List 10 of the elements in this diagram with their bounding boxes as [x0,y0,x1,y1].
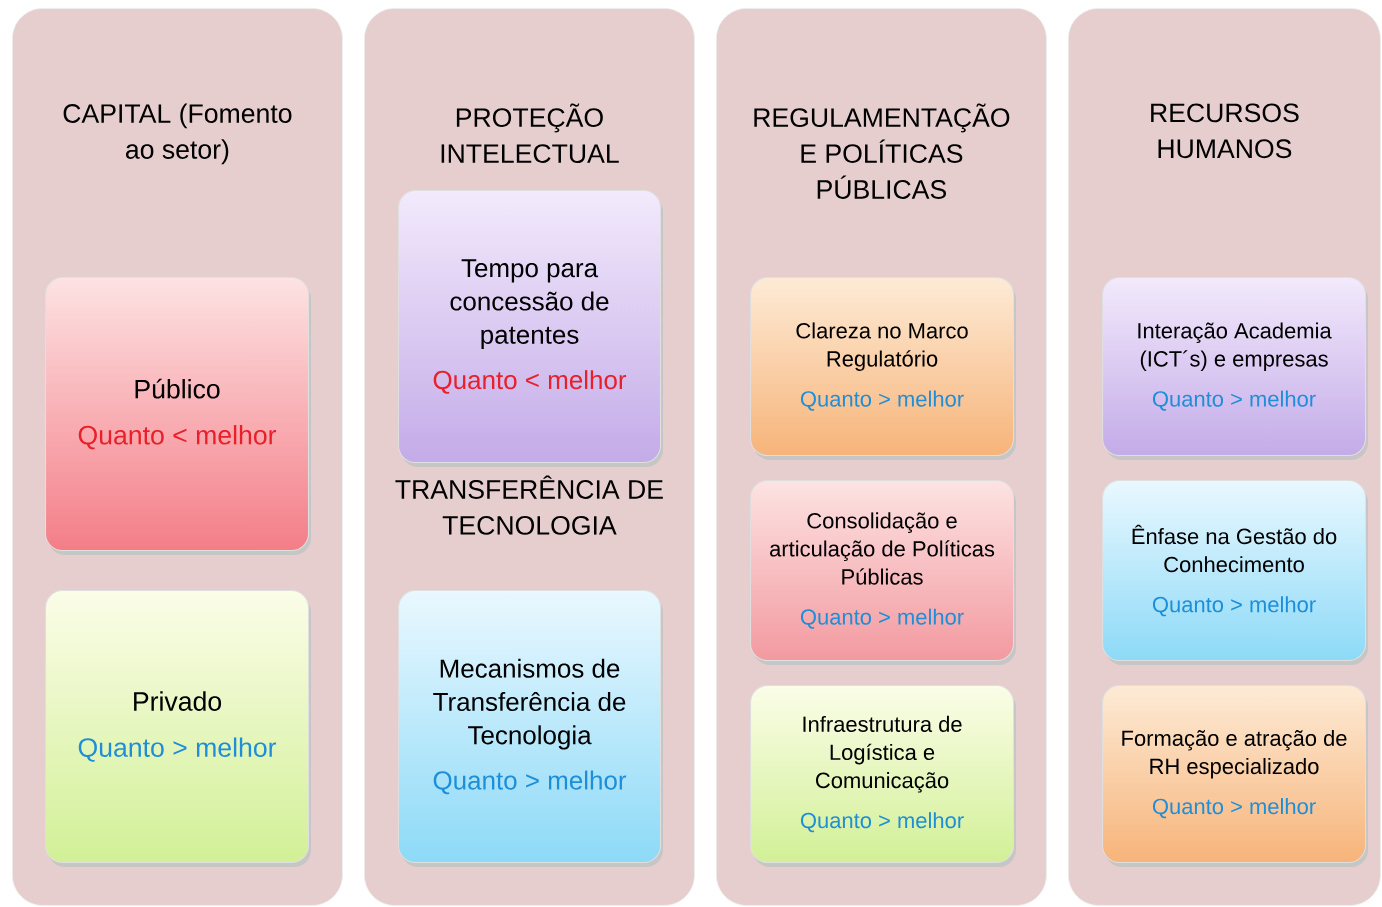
rounded-box: Público Quanto < melhor [45,277,311,555]
rounded-box: Privado Quanto > melhor [45,590,311,867]
rounded-box: Mecanismos de Transferência de Tecnologia Quanto > melhor [398,590,663,867]
rounded-box: Ênfase na Gestão do Conhecimento Quanto > melhor [1102,480,1368,665]
rounded-box: Consolidação e articulação de Políticas Públicas Quanto > melhor [750,480,1016,665]
rounded-box: Infraestrutura de Logística e Comunicação Quanto > melhor [750,685,1016,867]
rounded-box: Interação Academia (ICT´s) e empresas Quanto > melhor [1102,277,1368,460]
rounded-box: Clareza no Marco Regulatório Quanto > melhor [750,277,1016,460]
rounded-box: Tempo para concessão de patentes Quanto < melhor [398,190,663,467]
rounded-box: Formação e atração de RH especializado Quanto > melhor [1102,685,1368,867]
